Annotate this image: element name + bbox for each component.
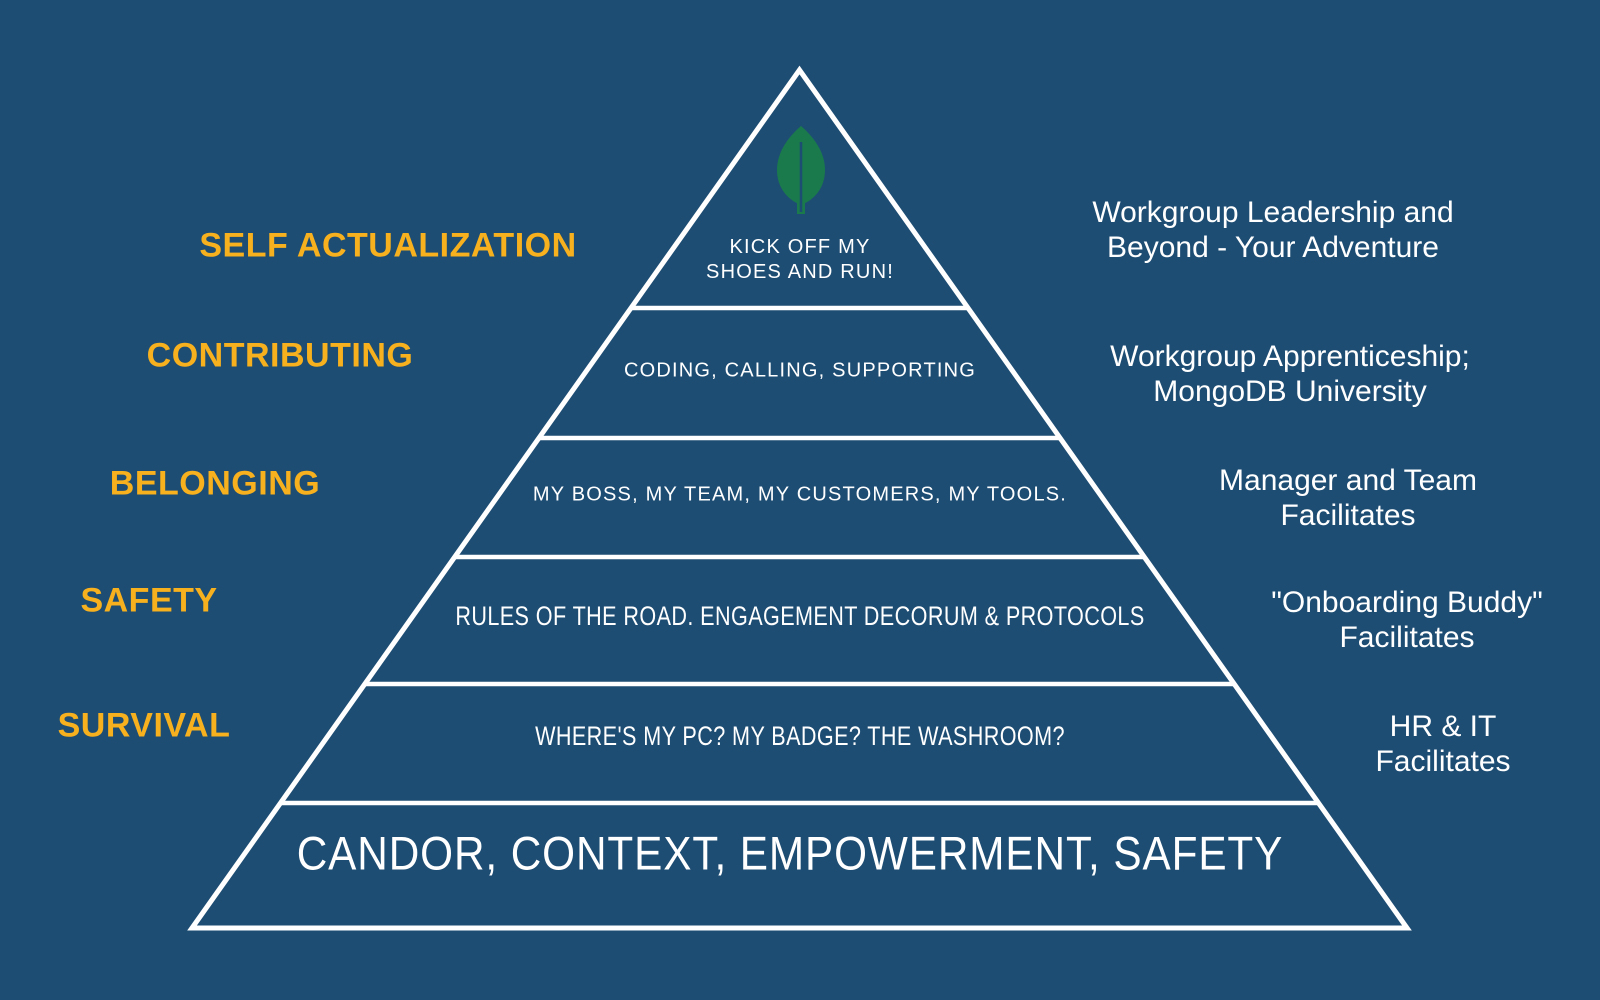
pyramid-triangle [187,65,1412,931]
tier-text-self-actualization: KICK OFF MY SHOES AND RUN! [706,235,894,285]
base-text-line: CANDOR, CONTEXT, EMPOWERMENT, SAFETY [296,826,1284,880]
right-label-line: Beyond - Your Adventure [1107,231,1439,264]
right-label-line: Workgroup Leadership and [1092,196,1454,229]
tier-text-line: KICK OFF MY [729,236,871,258]
mongodb-leaf-icon [777,126,825,214]
right-label-belonging: Manager and Team Facilitates [1219,463,1477,533]
right-label-safety: "Onboarding Buddy" Facilitates [1271,585,1542,655]
right-label-line: Manager and Team [1219,464,1477,497]
right-label-line: Facilitates [1280,499,1416,532]
right-label-contributing: Workgroup Apprenticeship; MongoDB Univer… [1110,339,1470,409]
tier-text-safety: RULES OF THE ROAD. ENGAGEMENT DECORUM & … [369,601,1231,632]
tier-text-contributing: CODING, CALLING, SUPPORTING [623,359,977,382]
level-label-survival: SURVIVAL [57,706,231,745]
right-label-line: MongoDB University [1153,375,1427,408]
right-label-survival: HR & IT Facilitates [1375,709,1510,779]
right-label-line: Facilitates [1375,745,1511,778]
tier-text-belonging: MY BOSS, MY TEAM, MY CUSTOMERS, MY TOOLS… [532,483,1068,506]
level-label-belonging: BELONGING [109,464,321,503]
level-label-safety: SAFETY [80,581,218,620]
tier-text-line: SHOES AND RUN! [706,261,894,283]
right-label-line: Facilitates [1339,621,1475,654]
tier-text-line: WHERE'S MY PC? MY BADGE? THE WASHROOM? [535,721,1065,751]
right-label-line: Workgroup Apprenticeship; [1110,340,1470,373]
level-label-contributing: CONTRIBUTING [146,336,414,375]
tier-text-line: RULES OF THE ROAD. ENGAGEMENT DECORUM & … [455,601,1145,631]
level-label-self-actualization: SELF ACTUALIZATION [199,226,577,265]
tier-text-survival: WHERE'S MY PC? MY BADGE? THE WASHROOM? [469,721,1131,752]
right-label-line: "Onboarding Buddy" [1271,586,1543,619]
right-label-line: HR & IT [1389,710,1497,743]
right-label-self-actualization: Workgroup Leadership and Beyond - Your A… [1092,195,1453,265]
pyramid-base-text: CANDOR, CONTEXT, EMPOWERMENT, SAFETY [242,826,1338,881]
